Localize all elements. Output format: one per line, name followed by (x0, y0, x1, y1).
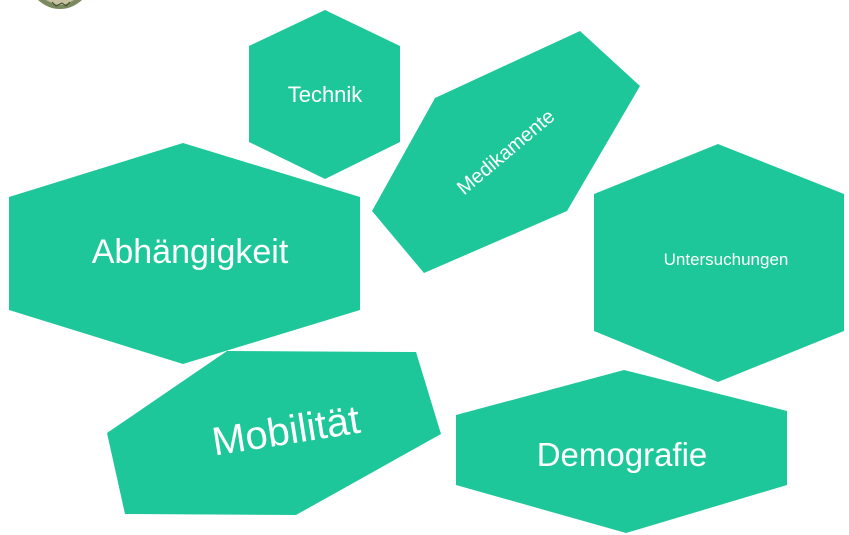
hexagon-untersuchungen: Untersuchungen (594, 144, 844, 382)
hexagon-demografie: Demografie (456, 370, 787, 533)
hexagon-abhaengigkeit: Abhängigkeit (9, 143, 360, 364)
hexagon-medikamente: Medikamente (372, 31, 640, 273)
hexagon-demografie-label: Demografie (537, 436, 708, 473)
hexagon-abhaengigkeit-label: Abhängigkeit (92, 233, 289, 271)
seal-logo-icon (38, 0, 82, 9)
hexagon-technik-label: Technik (288, 82, 364, 107)
hexagon-medikamente-shape (372, 31, 640, 273)
hexagon-technik: Technik (249, 10, 400, 179)
hexagon-mobilitaet: Mobilität (107, 351, 441, 515)
hexagon-technik-shape (249, 10, 400, 179)
hexagon-abhaengigkeit-shape (9, 143, 360, 364)
hexagon-untersuchungen-label: Untersuchungen (664, 250, 789, 269)
hexagon-mobilitaet-shape (107, 351, 441, 515)
hexagon-demografie-shape (456, 370, 787, 533)
hexagon-untersuchungen-shape (594, 144, 844, 382)
